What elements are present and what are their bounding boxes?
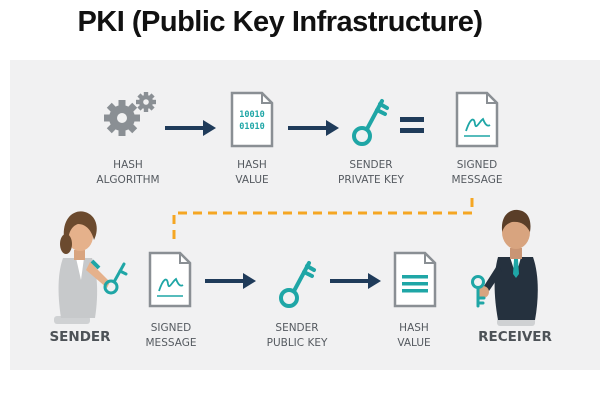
private-key-icon <box>352 99 389 146</box>
hash-document-icon: 10010 01010 <box>230 91 274 148</box>
arrow-right-icon <box>288 120 339 136</box>
sender-avatar <box>54 211 128 324</box>
arrow-right-icon <box>205 273 256 289</box>
signed-document-icon <box>455 91 499 148</box>
label-sender: SENDER <box>49 329 111 345</box>
public-key-icon <box>279 261 316 308</box>
dashed-connector <box>172 198 474 243</box>
hash-bits-row2: 01010 <box>239 122 265 132</box>
arrow-right-icon <box>165 120 216 136</box>
equals-icon <box>400 117 424 133</box>
hash-document-icon <box>393 251 437 308</box>
signed-document-icon <box>148 251 192 308</box>
arrow-right-icon <box>330 273 381 289</box>
receiver-avatar <box>471 209 538 326</box>
gear-icon <box>104 92 156 136</box>
label-receiver: RECEIVER <box>478 329 552 345</box>
hash-bits-row1: 10010 <box>239 110 265 120</box>
page-title: PKI (Public Key Infrastructure) <box>77 6 483 38</box>
